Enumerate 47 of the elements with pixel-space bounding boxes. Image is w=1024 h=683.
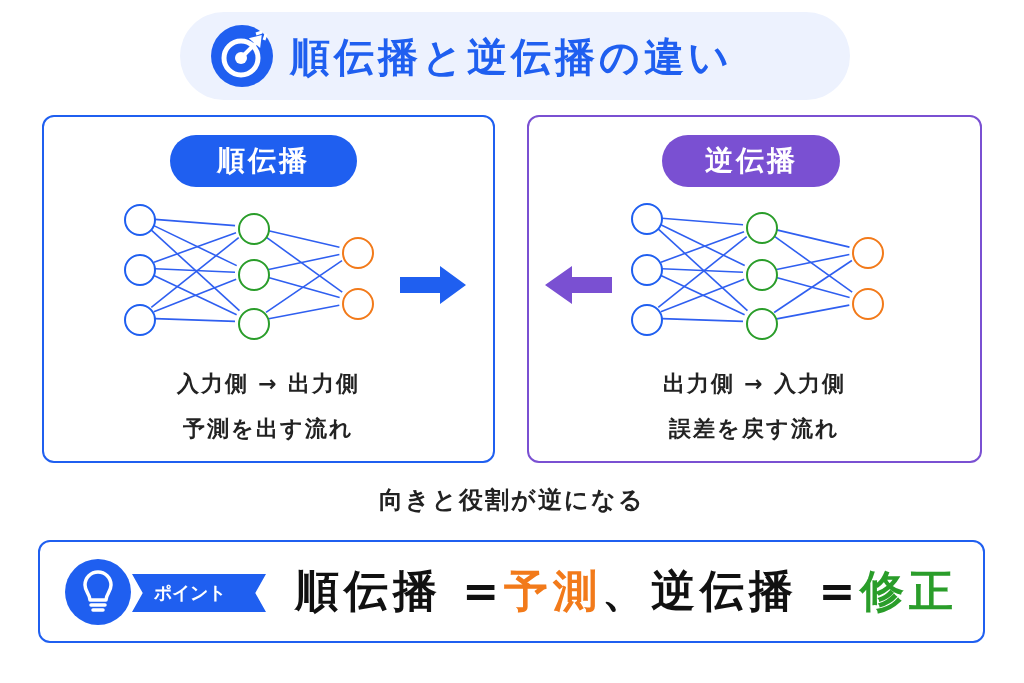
caption-text: 予測を出す流れ: [182, 415, 355, 443]
neuron-circle: [342, 237, 374, 269]
neuron-circle: [852, 288, 884, 320]
neuron-circle: [746, 308, 778, 340]
neuron-circle: [631, 304, 663, 336]
connector-line: [265, 236, 343, 293]
connector-line: [267, 304, 341, 320]
neuron-circle: [746, 259, 778, 291]
neuron-circle: [238, 259, 270, 291]
header-pill: 逆伝播: [662, 135, 840, 187]
connector-line: [661, 217, 744, 226]
title: 順伝播と逆伝播の違い: [290, 33, 733, 82]
connector-line: [154, 317, 236, 323]
neuron-circle: [342, 288, 374, 320]
neuron-circle: [746, 212, 778, 244]
point-box: [38, 540, 985, 643]
connector-line: [267, 253, 341, 271]
connector-line: [265, 259, 343, 314]
neuron-circle: [238, 213, 270, 245]
connector-line: [661, 267, 744, 274]
connector-line: [773, 235, 853, 293]
neuron-circle: [124, 254, 156, 286]
caption-text: 誤差を戻す流れ: [668, 415, 841, 443]
connector-line: [152, 224, 238, 267]
panel: [42, 115, 495, 463]
neuron-circle: [852, 237, 884, 269]
summary-text: 順伝播 =予測、逆伝播 =修正: [295, 564, 959, 618]
caption-text: 出力側 → 入力側: [661, 370, 848, 398]
connector-line: [775, 253, 851, 271]
caption-text: 入力側 → 出力側: [175, 370, 362, 398]
connector-line: [153, 231, 237, 264]
panel: [527, 115, 982, 463]
header-pill: 順伝播: [170, 135, 357, 187]
connector-line: [154, 267, 236, 274]
connector-line: [660, 231, 745, 263]
connector-line: [154, 218, 236, 227]
neuron-circle: [631, 203, 663, 235]
connector-line: [773, 259, 853, 314]
point-ribbon: ポイント: [132, 574, 266, 612]
connector-line: [661, 317, 744, 323]
note-text: 向きと役割が逆になる: [378, 485, 646, 516]
neuron-circle: [238, 308, 270, 340]
connector-line: [659, 223, 746, 267]
connector-line: [775, 304, 851, 320]
neuron-circle: [124, 304, 156, 336]
neuron-circle: [631, 254, 663, 286]
neuron-circle: [124, 204, 156, 236]
